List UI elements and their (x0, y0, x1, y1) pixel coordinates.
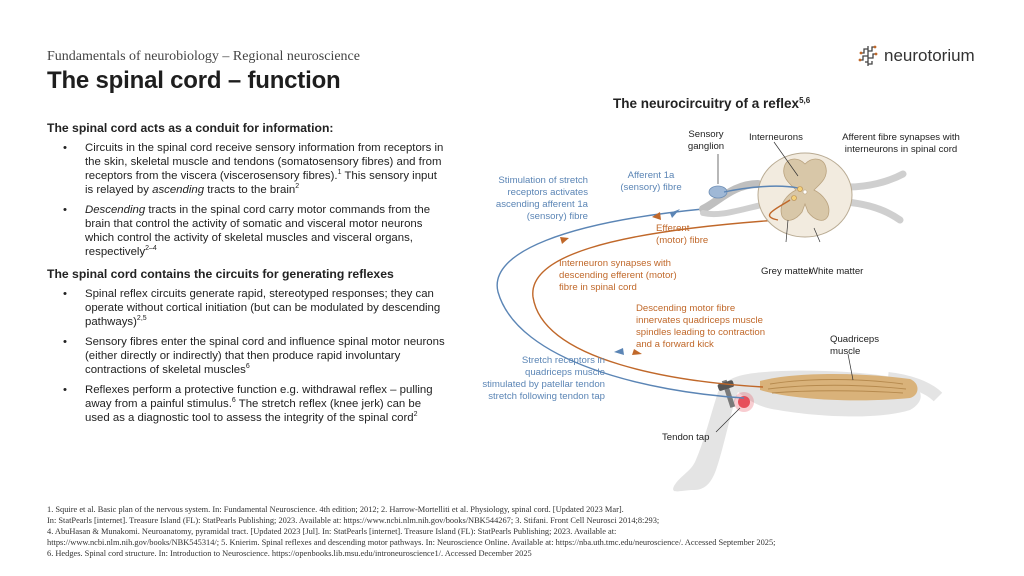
efferent-arrow-icon (560, 237, 569, 244)
section-heading-reflexes: The spinal cord contains the circuits fo… (47, 267, 394, 281)
bullet-text: 2,5 (136, 315, 147, 323)
reference-line: In: StatPearls [internet]. Treasure Isla… (47, 516, 660, 525)
afferent-fibre-path (496, 208, 745, 399)
efferent-fibre-label: Efferent(motor) fibre (656, 223, 708, 246)
reflex-hammer-icon (717, 379, 736, 408)
interneuron (797, 186, 803, 192)
tendon-tap-label: Tendon tap (662, 432, 709, 443)
bullet-text: Descending (85, 204, 146, 216)
efferent-arrow-icon (652, 212, 661, 220)
reflex-bullet: Spinal reflex circuits generate rapid, s… (63, 287, 447, 329)
reflex-list: Spinal reflex circuits generate rapid, s… (47, 287, 447, 425)
diagram-title-text: The neurocircuitry of a reflex (613, 96, 800, 111)
efferent-fibre-path (532, 219, 779, 388)
conduit-list: Circuits in the spinal cord receive sens… (47, 141, 447, 259)
afferent-fibre-label: Afferent 1a(sensory) fibre (620, 170, 681, 193)
spinal-cord-cross-section (757, 152, 853, 238)
brain-logo-icon (858, 45, 878, 66)
grey-matter-label: Grey matter (761, 266, 812, 277)
afferent-arrow-icon (614, 348, 624, 355)
brand-logo[interactable]: neurotorium (858, 44, 975, 68)
reference-line: https://www.ncbi.nlm.nih.gov/books/NBK54… (47, 538, 776, 547)
left-text-column: The spinal cord acts as a conduit for in… (47, 121, 447, 433)
afferent-arrow-icon (670, 209, 680, 218)
bullet-text: 1 (337, 169, 342, 177)
bullet-text: tracts in the spinal cord carry motor co… (85, 204, 431, 258)
conduit-bullet: Circuits in the spinal cord receive sens… (63, 141, 447, 197)
slide-subtitle: Fundamentals of neurobiology – Regional … (47, 49, 360, 64)
bullet-text: Reflexes perform a protective function e… (85, 384, 433, 410)
reference-line: 1. Squire et al. Basic plan of the nervo… (47, 505, 624, 514)
bullet-text: 2 (413, 411, 418, 419)
bullet-text: Sensory fibres enter the spinal cord and… (85, 336, 445, 376)
reflex-bullet: Sensory fibres enter the spinal cord and… (63, 335, 447, 377)
bullet-text: 2–4 (145, 245, 157, 253)
bullet-text: The stretch reflex (knee jerk) can be us… (85, 398, 422, 424)
bullet-text: tracts to the brain (204, 184, 296, 196)
interneurons-label: Interneurons (749, 132, 803, 143)
bullet-text: This sensory input is relayed by (85, 170, 437, 196)
efferent-arrow-icon (632, 349, 642, 355)
reference-line: 4. AbuHasan & Munakomi. Neuroanatomy, py… (47, 527, 617, 536)
bullet-text: 6 (231, 397, 236, 405)
conduit-bullet: Descending tracts in the spinal cord car… (63, 203, 447, 259)
references: 1. Squire et al. Basic plan of the nervo… (47, 504, 997, 559)
bullet-text: Circuits in the spinal cord receive sens… (85, 142, 444, 182)
bullet-text: Spinal reflex circuits generate rapid, s… (85, 288, 441, 328)
slide-title: The spinal cord – function (47, 67, 341, 94)
reflex-diagram: The neurocircuitry of a reflex5,6 (482, 96, 960, 492)
white-matter-label: White matter (809, 266, 864, 277)
section-heading-conduit: The spinal cord acts as a conduit for in… (47, 121, 334, 135)
reference-line: 6. Hedges. Spinal cord structure. In: In… (47, 549, 532, 558)
diagram-title: The neurocircuitry of a reflex5,6 (613, 96, 811, 111)
diagram-title-sup: 5,6 (799, 96, 811, 105)
bullet-text: 2 (295, 183, 300, 191)
reflex-bullet: Reflexes perform a protective function e… (63, 383, 447, 425)
bullet-text: ascending (152, 184, 205, 196)
tendon-tap-point (738, 396, 750, 408)
quadriceps-muscle (760, 373, 918, 401)
interneuron (791, 195, 797, 201)
bullet-text: 6 (245, 363, 250, 371)
brand-name: neurotorium (884, 46, 975, 65)
